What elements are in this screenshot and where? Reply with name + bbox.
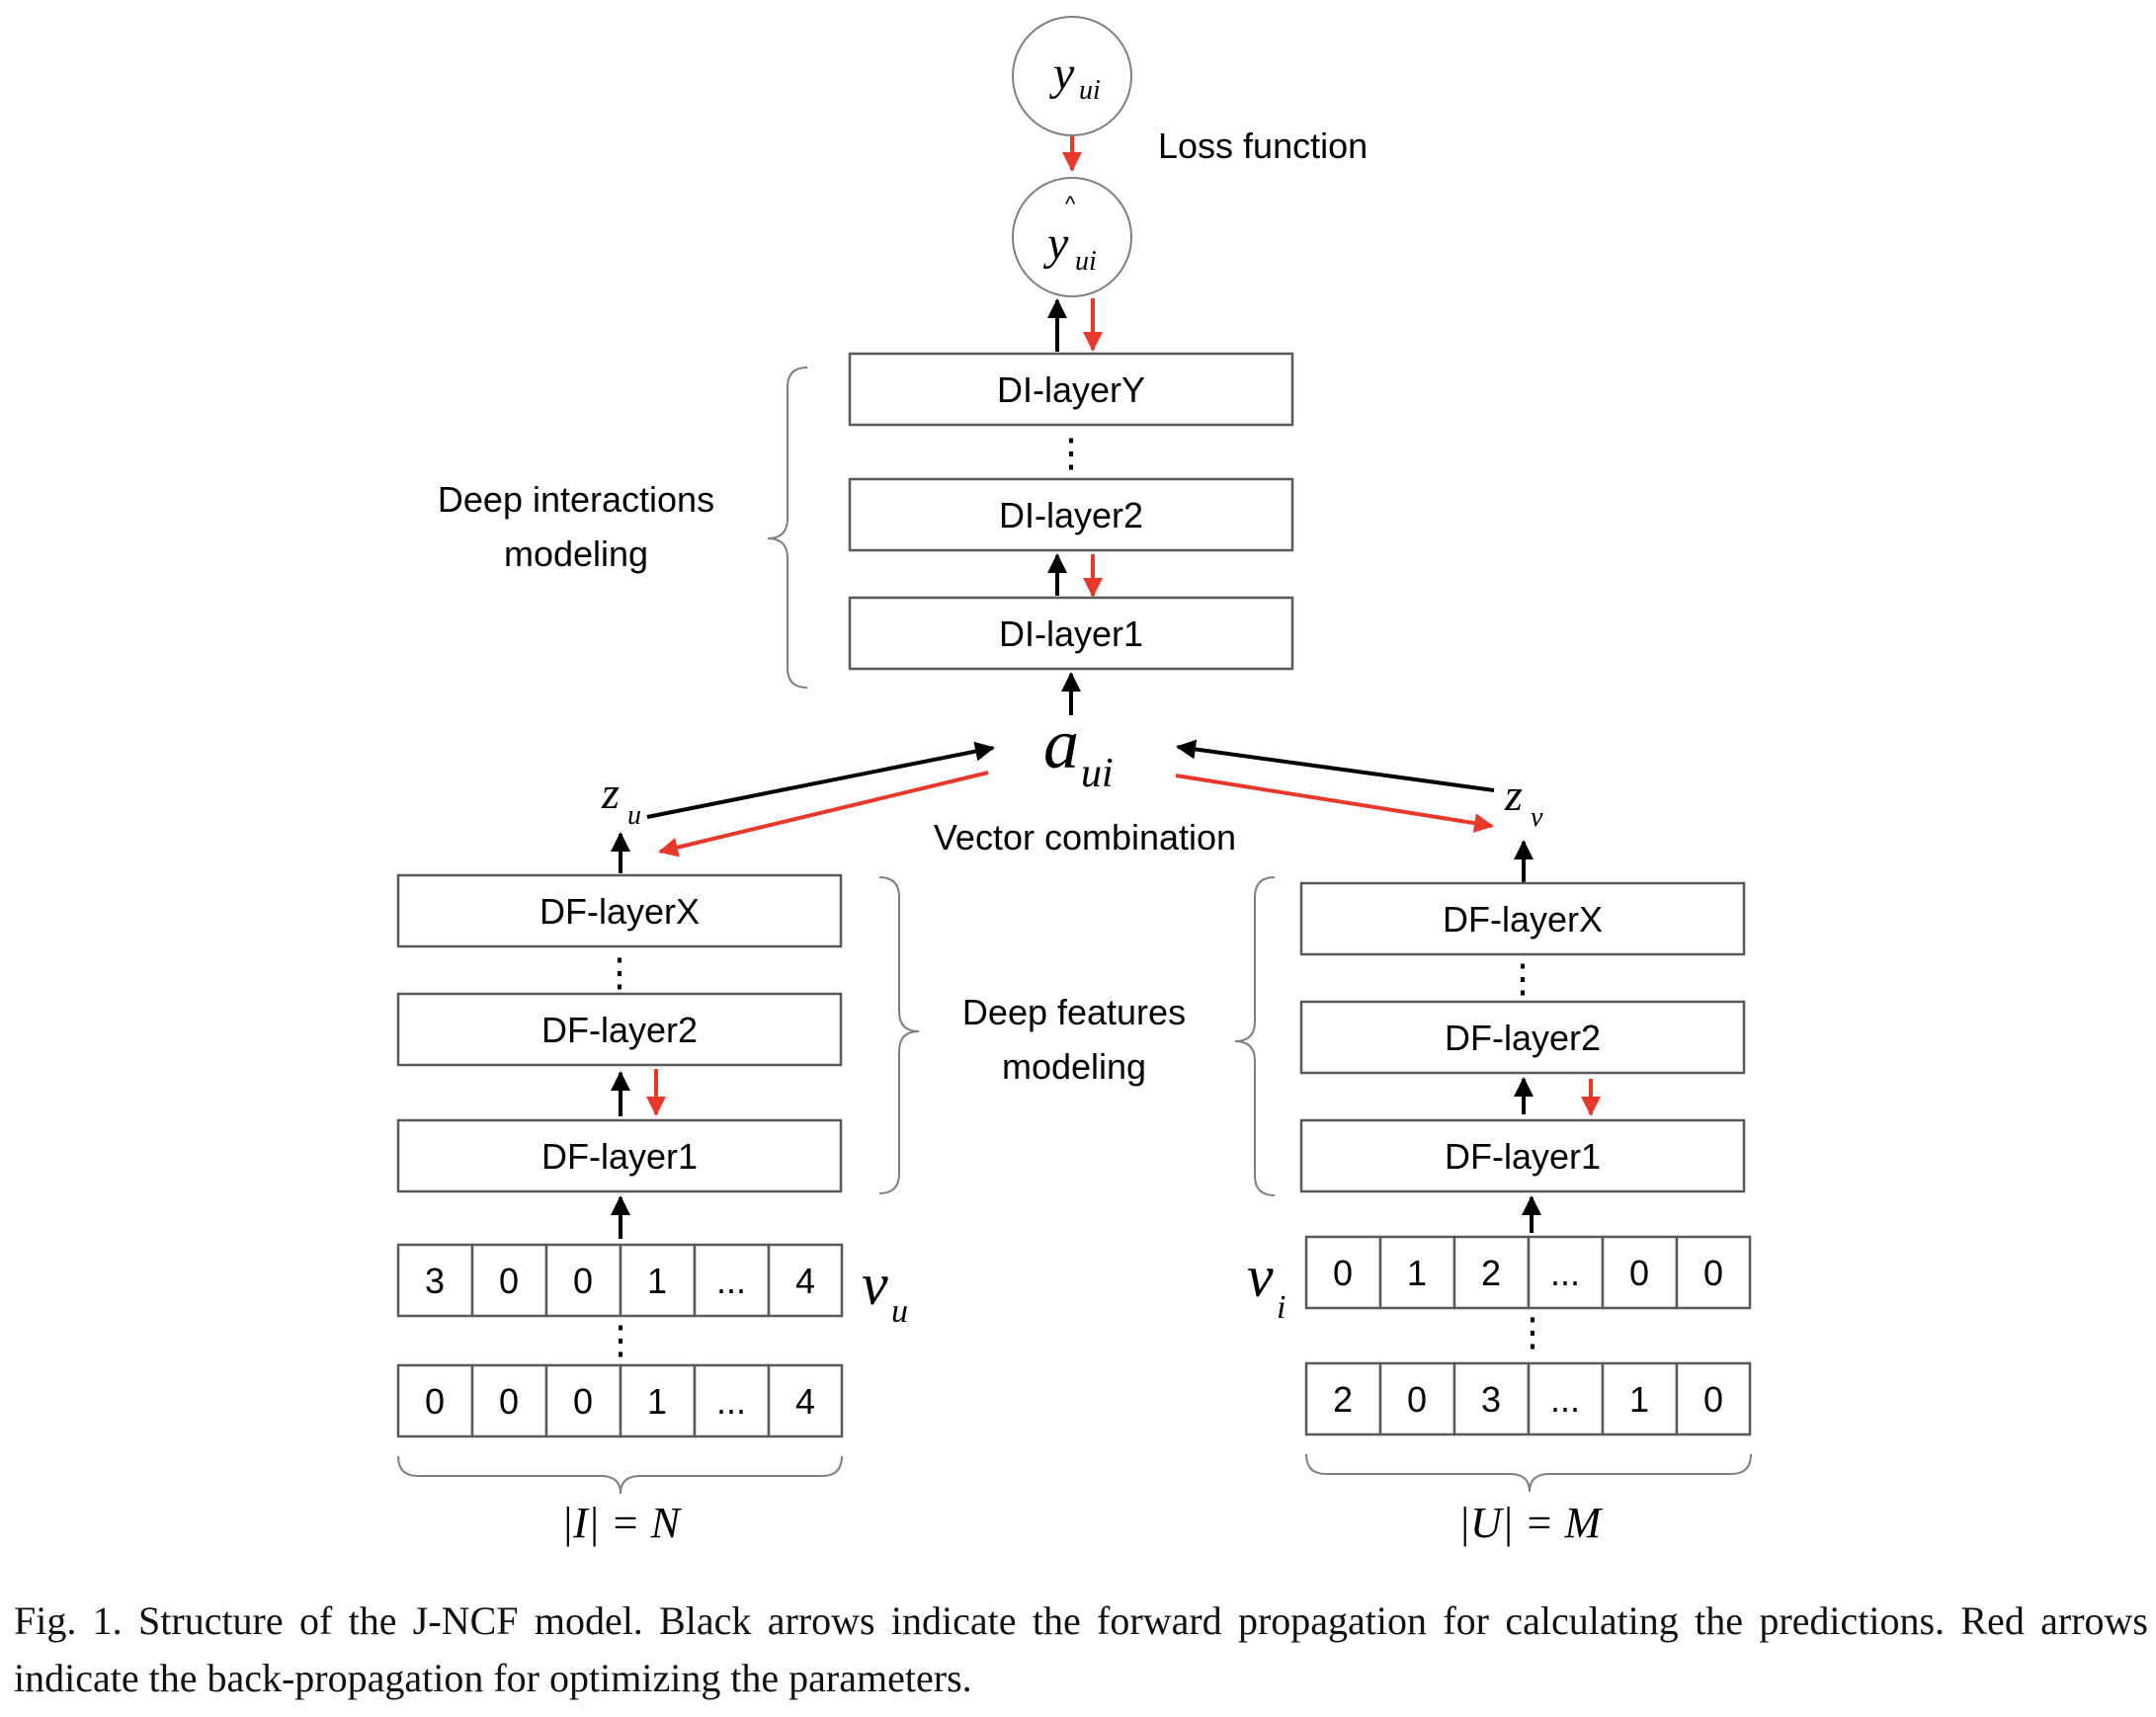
svg-text:0: 0 [1703, 1379, 1723, 1420]
df-group-label-line2: modeling [1002, 1046, 1146, 1087]
svg-text:y: y [1042, 217, 1069, 270]
loss-function-label: Loss function [1158, 125, 1368, 166]
di-dots: ⋮ [1051, 431, 1091, 475]
true-rating-node: y ui [1012, 16, 1132, 136]
svg-text:0: 0 [499, 1381, 519, 1422]
svg-text:0: 0 [1629, 1253, 1649, 1293]
user-size-brace [397, 1455, 843, 1495]
svg-text:v: v [1531, 802, 1543, 833]
user-latent-node: z u [601, 768, 641, 831]
item-vector-row-1: 0 1 2 ... 0 0 [1304, 1235, 1752, 1310]
df-right-brace [1234, 876, 1276, 1196]
di-layer-2-box [848, 477, 1294, 552]
di-layer-1-box [848, 596, 1294, 671]
svg-text:u: u [891, 1293, 908, 1330]
svg-text:z: z [601, 768, 620, 818]
df-right-layer-1-box [1299, 1118, 1746, 1193]
df-right-layer-2-label: DF-layer2 [1445, 1018, 1601, 1058]
svg-text:0: 0 [499, 1261, 519, 1301]
svg-text:z: z [1504, 770, 1523, 820]
df-right-layer-2-box [1299, 1000, 1746, 1075]
di-layer-y-label: DI-layerY [997, 369, 1145, 410]
svg-text:v: v [862, 1252, 888, 1317]
item-vector-row-2: 2 0 3 ... 1 0 [1304, 1361, 1752, 1436]
df-left-layer-1-box [396, 1118, 843, 1193]
svg-text:...: ... [716, 1381, 746, 1422]
svg-text:ui: ui [1079, 75, 1101, 106]
svg-text:a: a [1043, 704, 1079, 783]
svg-text:v: v [1247, 1244, 1274, 1309]
df-left-layer-x-box [396, 873, 843, 948]
svg-text:0: 0 [573, 1381, 593, 1422]
item-size-label: |U| = M [1458, 1499, 1604, 1547]
svg-text:4: 4 [795, 1381, 815, 1422]
backprop-arrow-a-to-zu [658, 771, 989, 858]
df-left-brace [878, 876, 920, 1194]
item-latent-node: z v [1504, 770, 1543, 833]
svg-text:3: 3 [1481, 1379, 1501, 1420]
svg-text:4: 4 [795, 1261, 815, 1301]
svg-text:...: ... [716, 1261, 746, 1301]
item-vector-label: v i [1247, 1244, 1285, 1326]
svg-text:1: 1 [647, 1261, 667, 1301]
user-size-label: |I| = N [561, 1499, 683, 1547]
df-left-dots: ⋮ [600, 950, 639, 995]
svg-text:y: y [1048, 47, 1075, 100]
df-left-layer-2-label: DF-layer2 [541, 1010, 698, 1050]
user-vector-row-1: 3 0 0 1 ... 4 [396, 1243, 844, 1318]
svg-text:1: 1 [1629, 1379, 1649, 1420]
svg-text:0: 0 [1407, 1379, 1427, 1420]
figure-caption: Fig. 1. Structure of the J-NCF model. Bl… [14, 1598, 2148, 1700]
di-group-label-line2: modeling [504, 533, 648, 574]
df-right-layer-x-box [1299, 881, 1746, 956]
svg-text:1: 1 [647, 1381, 667, 1422]
vector-combination-label: Vector combination [934, 817, 1236, 858]
forward-arrow-zv-to-a [1176, 739, 1495, 792]
df-right-layer-1-label: DF-layer1 [1445, 1136, 1601, 1177]
df-group-label-line1: Deep features [962, 992, 1186, 1032]
forward-arrow-zu-to-a [646, 741, 995, 819]
di-layer-1-label: DI-layer1 [999, 613, 1143, 654]
di-layer-y-box [848, 352, 1294, 427]
backprop-arrow-a-to-zv [1175, 774, 1494, 834]
user-vectors-dots: ⋮ [601, 1318, 640, 1362]
svg-text:2: 2 [1481, 1253, 1501, 1293]
svg-text:0: 0 [1333, 1253, 1353, 1293]
svg-text:...: ... [1550, 1253, 1580, 1293]
df-right-dots: ⋮ [1503, 956, 1542, 1001]
svg-text:^: ^ [1065, 192, 1076, 216]
predicted-rating-node: ^ y ui [1012, 177, 1132, 297]
df-right-layer-x-label: DF-layerX [1443, 899, 1603, 940]
svg-text:ui: ui [1081, 751, 1114, 796]
di-group-label-line1: Deep interactions [438, 479, 714, 520]
svg-text:2: 2 [1333, 1379, 1353, 1420]
df-left-layer-x-label: DF-layerX [539, 891, 700, 932]
svg-text:...: ... [1550, 1379, 1580, 1420]
svg-text:u: u [627, 800, 641, 831]
svg-text:ui: ui [1075, 246, 1097, 277]
svg-text:3: 3 [425, 1261, 445, 1301]
item-size-brace [1305, 1453, 1752, 1493]
svg-text:0: 0 [1703, 1253, 1723, 1293]
combined-vector-node: a ui [1043, 704, 1114, 796]
svg-text:0: 0 [425, 1381, 445, 1422]
df-left-layer-1-label: DF-layer1 [541, 1136, 698, 1177]
df-left-layer-2-box [396, 992, 843, 1067]
user-vector-row-2: 0 0 0 1 ... 4 [396, 1363, 844, 1438]
svg-text:0: 0 [573, 1261, 593, 1301]
di-brace [767, 367, 808, 689]
user-vector-label: v u [862, 1252, 908, 1330]
svg-text:i: i [1277, 1289, 1285, 1326]
item-vectors-dots: ⋮ [1513, 1310, 1552, 1354]
di-layer-2-label: DI-layer2 [999, 495, 1143, 535]
svg-text:1: 1 [1407, 1253, 1427, 1293]
